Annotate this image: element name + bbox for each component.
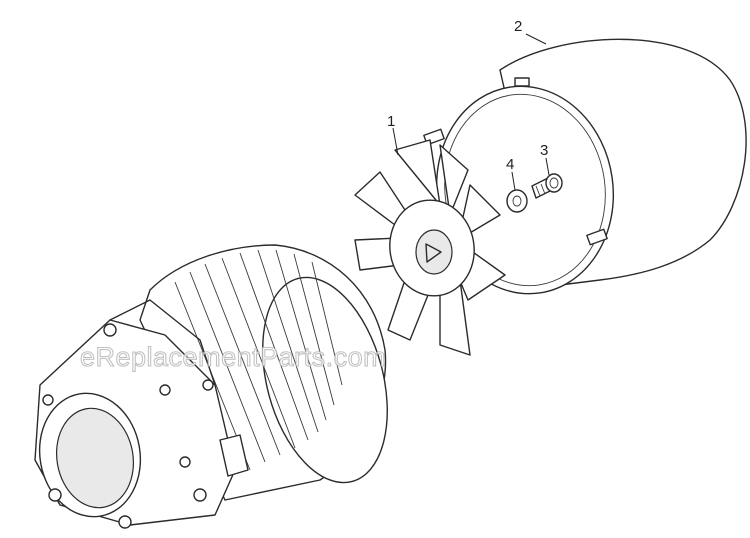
- cooling-fins: [174, 249, 343, 471]
- part-screw[interactable]: [531, 173, 563, 199]
- flange-bolts: [42, 323, 214, 529]
- part-motor-housing[interactable]: [30, 244, 408, 529]
- part-fan-cover[interactable]: [423, 38, 747, 305]
- watermark-text: eReplacementParts.com: [80, 342, 386, 372]
- callout-2: 2: [514, 18, 547, 45]
- part-fan-impeller[interactable]: [354, 139, 506, 356]
- callout-3: 3: [540, 142, 550, 176]
- callout-4: 4: [506, 156, 516, 191]
- part-washer[interactable]: [506, 189, 528, 213]
- callout-1: 1: [387, 113, 399, 156]
- callout-number: 4: [506, 156, 514, 173]
- callout-number: 1: [387, 113, 395, 130]
- callout-number: 3: [540, 142, 548, 159]
- callout-number: 2: [514, 18, 522, 35]
